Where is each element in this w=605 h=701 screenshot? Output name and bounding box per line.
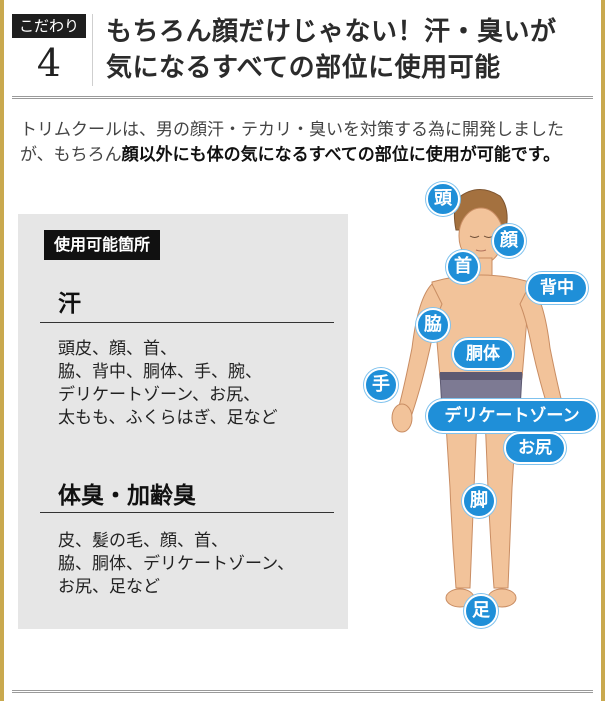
label-buttocks: お尻 <box>504 432 566 464</box>
label-torso: 胴体 <box>452 338 514 370</box>
usage-areas-box: 使用可能箇所 汗 頭皮、顔、首、 脇、背中、胴体、手、腕、 デリケートゾーン、お… <box>18 214 348 629</box>
usage-areas-label: 使用可能箇所 <box>44 230 161 260</box>
odor-line-2: 脇、胴体、デリケートゾーン、 <box>58 554 295 574</box>
sweat-line-1: 頭皮、顔、首、 <box>58 339 177 359</box>
odor-line-3: お尻、足など <box>58 577 160 597</box>
label-hand: 手 <box>364 368 398 402</box>
label-delicate-zone: デリケートゾーン <box>426 399 598 433</box>
label-foot: 足 <box>464 594 498 628</box>
feature-number: 4 <box>36 41 62 85</box>
label-neck: 首 <box>446 250 480 284</box>
body-diagram: 頭 顔 首 背中 脇 胴体 手 デリケートゾーン お尻 脚 足 <box>360 178 600 638</box>
header-divider <box>12 96 593 99</box>
intro-text-bold: 顔以外にも体の気になるすべての部位に使用が可能です。 <box>121 145 561 165</box>
odor-heading: 体臭・加齢臭 <box>58 483 196 509</box>
label-leg: 脚 <box>462 484 496 518</box>
intro-text: トリムクールは、男の顔汗・テカリ・臭いを対策する為に開発しましたが、もちろん <box>20 120 564 165</box>
label-head: 頭 <box>426 182 460 216</box>
title-line-2: 気になるすべての部位に使用可能 <box>106 53 501 83</box>
sweat-line-3: デリケートゾーン、お尻、 <box>58 385 261 405</box>
footer-divider <box>12 690 593 693</box>
intro-paragraph: トリムクールは、男の顔汗・テカリ・臭いを対策する為に開発しましたが、もちろん顔以… <box>20 118 588 168</box>
title-line-1: もちろん顔だけじゃない！汗・臭いが <box>106 17 557 47</box>
sweat-line-2: 脇、背中、胴体、手、腕、 <box>58 362 262 382</box>
sweat-line-4: 太もも、ふくらはぎ、足など <box>58 408 278 428</box>
kodawari-badge: こだわり <box>12 14 86 38</box>
sweat-rule <box>40 322 334 323</box>
label-armpit: 脇 <box>416 308 450 342</box>
sweat-areas-list: 頭皮、顔、首、 脇、背中、胴体、手、腕、 デリケートゾーン、お尻、 太もも、ふく… <box>58 338 343 430</box>
odor-rule <box>40 512 334 513</box>
frame-right-border <box>601 0 605 701</box>
title-separator <box>92 14 93 86</box>
label-back: 背中 <box>526 272 588 304</box>
frame-left-border <box>0 0 4 701</box>
sweat-heading: 汗 <box>58 291 81 317</box>
odor-line-1: 皮、髪の毛、顔、首、 <box>58 531 228 551</box>
page-title: もちろん顔だけじゃない！汗・臭いが 気になるすべての部位に使用可能 <box>106 14 591 86</box>
label-face: 顔 <box>492 224 526 258</box>
odor-areas-list: 皮、髪の毛、顔、首、 脇、胴体、デリケートゾーン、 お尻、足など <box>58 530 343 599</box>
